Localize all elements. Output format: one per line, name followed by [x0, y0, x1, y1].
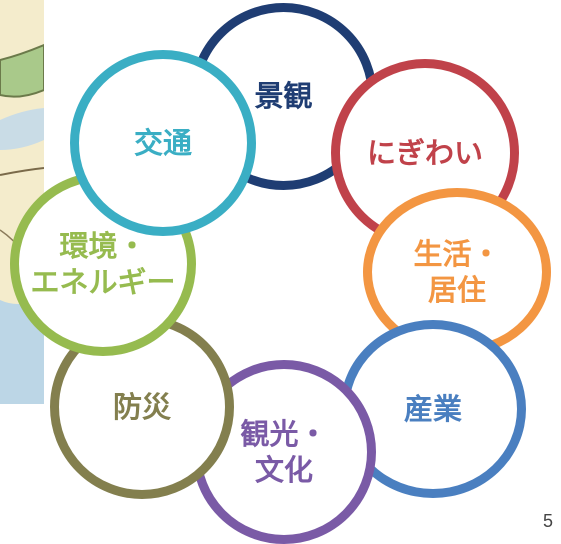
- node-kotsu: 交通: [70, 50, 256, 236]
- node-kotsu-label: 交通: [133, 125, 192, 160]
- node-seikatsu-label: 生活・ 居住: [413, 236, 501, 307]
- node-kankyo-label: 環境・ エネルギー: [30, 228, 176, 299]
- slide-page-number: 5: [542, 511, 553, 531]
- node-sangyo-label: 産業: [403, 391, 462, 426]
- node-kanko-label: 観光・ 文化: [240, 416, 328, 487]
- node-keikan-label: 景観: [254, 79, 313, 114]
- node-nigiwai-label: にぎわい: [366, 135, 483, 170]
- node-bosai-label: 防災: [112, 389, 171, 424]
